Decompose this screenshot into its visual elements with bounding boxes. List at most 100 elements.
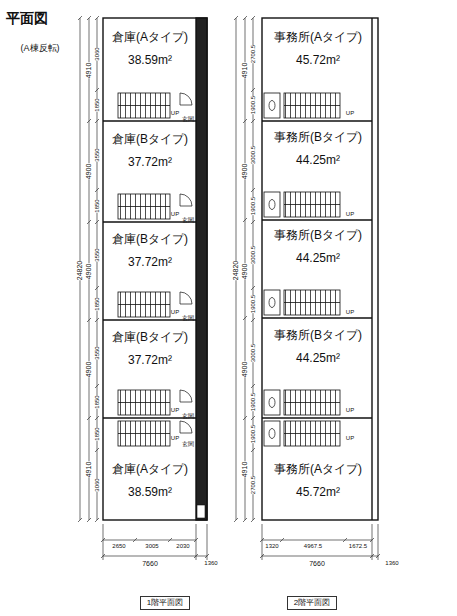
entrance-note: 玄関 <box>182 413 194 419</box>
dimension: 1900.5 <box>250 96 256 114</box>
room-area: 45.72m² <box>274 53 362 68</box>
dimension: 1900.5 <box>250 425 256 443</box>
dimension-tick <box>251 318 255 322</box>
dimension-tick <box>95 416 99 420</box>
dimension: 4910 <box>241 62 248 78</box>
dimension: 4900 <box>85 361 92 377</box>
dimension-tick <box>78 16 82 20</box>
dimension-line <box>97 18 98 520</box>
dimension: 4910 <box>85 461 92 477</box>
dimension: 24820 <box>77 260 84 279</box>
dimension: 4900 <box>85 263 92 279</box>
dimension-line <box>253 18 254 520</box>
toilet <box>269 101 275 111</box>
room-area: 37.72m² <box>112 353 188 368</box>
room-box: 倉庫(Aタイプ)38.59m² <box>112 30 188 68</box>
dimension-tick <box>95 318 99 322</box>
dimension: 3000.5 <box>250 344 256 362</box>
plan-caption: 2階平面図 <box>287 596 337 610</box>
stair-note: UP <box>171 211 179 217</box>
room-box: 倉庫(Bタイプ)37.72m² <box>112 330 188 368</box>
balcony-line <box>371 18 372 520</box>
room-area: 37.72m² <box>112 255 188 270</box>
dimension-tick <box>95 518 99 522</box>
room-box: 事務所(Aタイプ) 45.72m² <box>274 462 362 500</box>
dimension: 1850 <box>94 199 100 212</box>
dimension-tick <box>95 88 99 92</box>
room-name: 事務所(Aタイプ) <box>274 462 362 477</box>
plan-caption: 1階平面図 <box>140 596 190 610</box>
floor-outline <box>262 18 378 520</box>
dimension-tick <box>251 88 255 92</box>
stair-rail <box>284 105 340 106</box>
entrance-note: 玄関 <box>182 116 194 122</box>
dimension: 3550 <box>94 346 100 359</box>
room-area: 44.25m² <box>274 351 362 366</box>
room-box: 事務所(Bタイプ)44.25m² <box>274 328 362 366</box>
dimension-tick <box>251 384 255 388</box>
dimension: 1320 <box>265 543 278 549</box>
door-swing <box>180 93 192 105</box>
dimension-tick <box>95 119 99 123</box>
toilet-room <box>264 421 280 446</box>
room-box: 事務所(Bタイプ)44.25m² <box>274 130 362 168</box>
dimension-tick <box>251 188 255 192</box>
unit-wall <box>262 417 372 418</box>
dimension-tick <box>251 448 255 452</box>
room-name: 事務所(Aタイプ) <box>274 30 362 45</box>
dimension-tick <box>95 448 99 452</box>
stairs <box>118 390 170 415</box>
stair-note: UP <box>171 110 179 116</box>
dimension-tick <box>87 16 91 20</box>
dimension-tick <box>234 16 238 20</box>
toilet-room <box>264 390 280 415</box>
stairs <box>118 292 170 317</box>
stair-rail <box>284 402 340 403</box>
entrance-note: 玄関 <box>182 441 194 447</box>
extension-line <box>207 524 208 560</box>
dimension-tick <box>243 119 247 123</box>
dimension-tick <box>251 416 255 420</box>
dimension: 3060 <box>94 478 100 491</box>
stairs <box>284 192 340 217</box>
toilet-room <box>264 93 280 118</box>
dimension: 2030 <box>176 543 189 549</box>
dimension-tick <box>95 220 99 224</box>
room-area: 38.59m² <box>112 485 188 500</box>
unit-wall <box>262 120 372 121</box>
dimension-tick <box>95 188 99 192</box>
door-swing <box>180 292 192 304</box>
stair-rail <box>118 105 170 106</box>
dimension-line <box>262 540 372 541</box>
dimension: 4900 <box>241 263 248 279</box>
dimension-tick <box>87 416 91 420</box>
dimension: 4910 <box>85 62 92 78</box>
dimension-tick <box>95 384 99 388</box>
dimension: 3060 <box>94 47 100 60</box>
extension-line <box>372 524 373 560</box>
dimension: 4900 <box>85 163 92 179</box>
plan-title: 平面図 <box>6 10 48 28</box>
floor-outline <box>103 18 207 520</box>
dimension-tick <box>343 538 347 542</box>
stairs <box>284 290 340 315</box>
dimension-tick <box>87 220 91 224</box>
dimension: 3550 <box>94 248 100 261</box>
dimension-tick <box>87 518 91 522</box>
room-area: 45.72m² <box>274 485 362 500</box>
dimension-tick <box>243 518 247 522</box>
dimension: 3000.5 <box>250 146 256 164</box>
dimension-tick <box>243 218 247 222</box>
dimension-tick <box>243 16 247 20</box>
dimension: 4910 <box>241 461 248 477</box>
room-box: 事務所(Bタイプ)44.25m² <box>274 228 362 266</box>
room-name: 倉庫(Bタイプ) <box>112 232 188 247</box>
dimension-line <box>262 556 378 557</box>
dimension: 1900.5 <box>250 197 256 215</box>
dimension-tick <box>251 286 255 290</box>
dimension-tick <box>78 518 82 522</box>
dimension-tick <box>251 220 255 224</box>
stair-note: UP <box>346 309 354 315</box>
stair-note: UP <box>346 211 354 217</box>
